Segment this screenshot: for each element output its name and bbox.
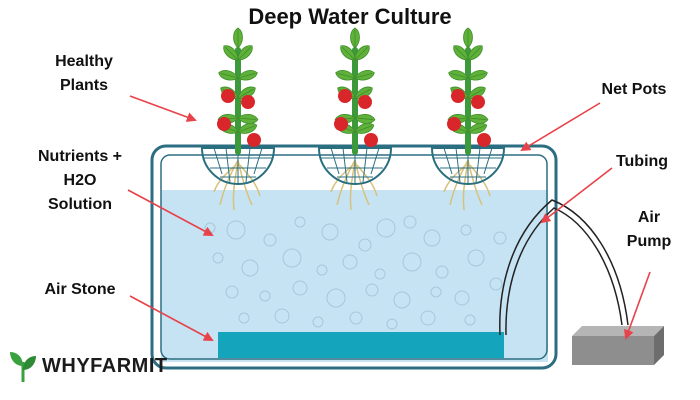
logo-text-why: WHY	[42, 354, 91, 377]
air-bubbles	[204, 215, 507, 330]
air-pump	[572, 326, 664, 365]
tubing	[499, 199, 629, 336]
label-nutrients-line1: Nutrients +	[37, 148, 122, 165]
label-healthy-plants: Healthy Plants	[40, 50, 128, 98]
label-net-pots: Net Pots	[601, 81, 667, 98]
plant-1	[200, 27, 276, 211]
label-air-stone: Air Stone	[44, 281, 116, 298]
label-air-pump-line1: Air	[637, 209, 661, 226]
label-air-pump: Air Pump	[614, 206, 684, 254]
sprout-icon	[10, 352, 36, 382]
logo-text-farm: FARM	[90, 354, 149, 377]
arrow-tubing	[540, 167, 613, 224]
tank-inner	[160, 154, 548, 360]
label-nutrients-line2: H2O	[63, 172, 97, 189]
arrow-nutrients	[127, 189, 214, 236]
label-arrows	[127, 95, 651, 341]
label-nutrients-line3: Solution	[48, 196, 112, 213]
air-stone	[218, 332, 504, 358]
arrow-air-stone	[129, 295, 214, 341]
plant-2	[317, 27, 393, 211]
label-healthy-plants-line1: Healthy	[55, 53, 113, 70]
label-tubing: Tubing	[615, 153, 669, 170]
logo-text: WHYFARMIT	[42, 355, 168, 378]
label-nutrients: Nutrients + H2O Solution	[22, 145, 138, 217]
plant-3	[430, 27, 506, 211]
logo-text-it: IT	[148, 354, 168, 377]
label-healthy-plants-line2: Plants	[59, 77, 108, 94]
whyfarmit-logo: WHYFARMIT	[8, 346, 168, 386]
arrow-net-pots	[520, 102, 601, 152]
arrow-healthy-plants	[129, 95, 197, 122]
arrow-air-pump	[624, 271, 651, 340]
diagram-title: Deep Water Culture	[248, 4, 452, 29]
label-air-pump-line2: Pump	[626, 233, 672, 250]
